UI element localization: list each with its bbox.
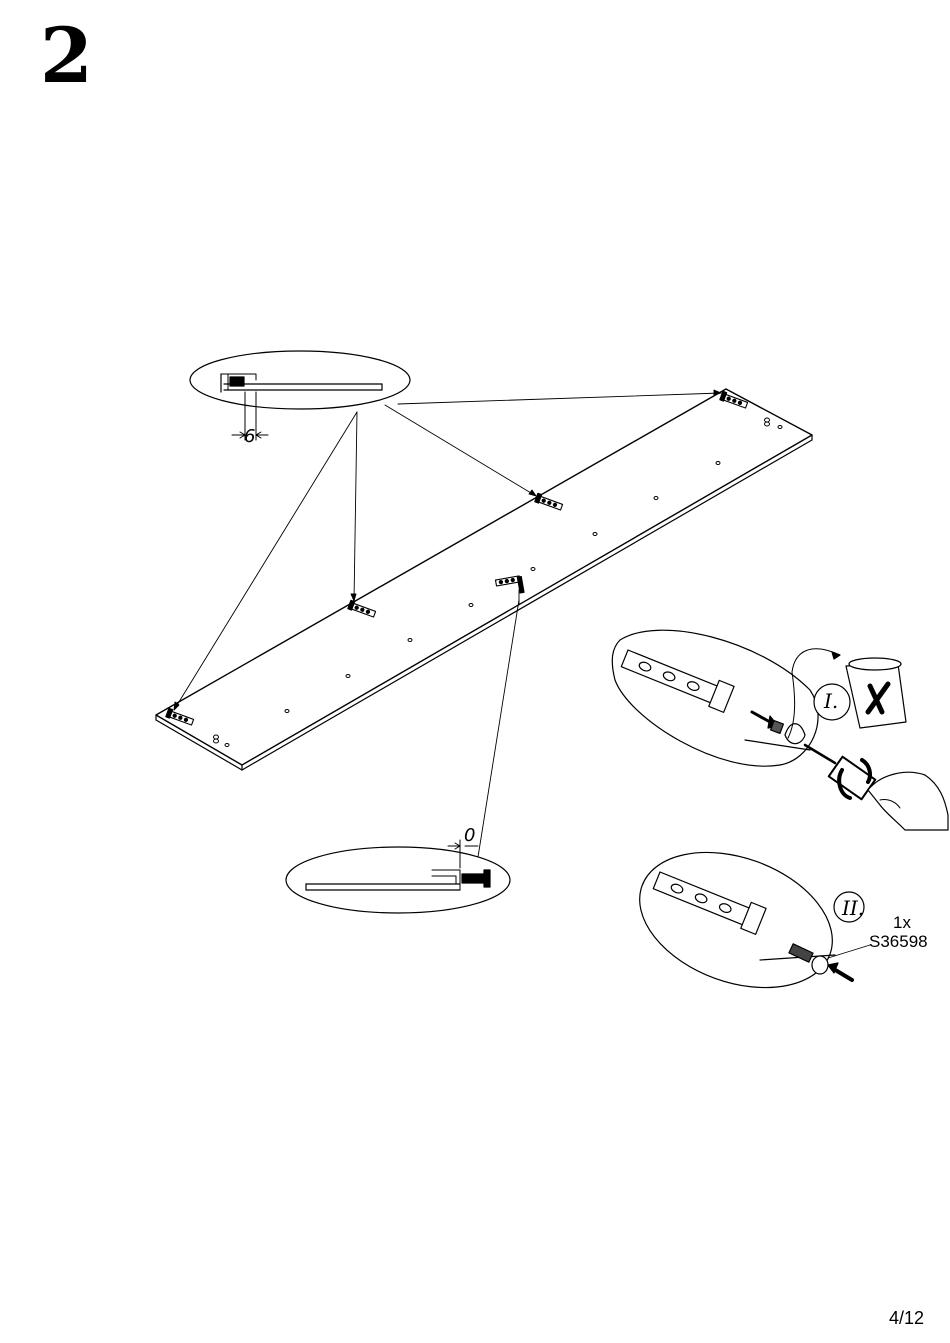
step-ii-label: II. xyxy=(842,896,864,920)
detail-step-i xyxy=(612,630,948,830)
hardware-part-code: S36598 xyxy=(869,932,928,952)
hardware-quantity: 1x xyxy=(893,913,911,933)
gap-label-top: 6 xyxy=(244,426,255,447)
detail-bubble-top xyxy=(190,351,410,440)
gap-label-bottom: 0 xyxy=(464,825,475,846)
detail-step-ii xyxy=(621,828,870,1013)
step-i-label: I. xyxy=(824,689,838,713)
page-number: 4/12 xyxy=(889,1308,924,1329)
